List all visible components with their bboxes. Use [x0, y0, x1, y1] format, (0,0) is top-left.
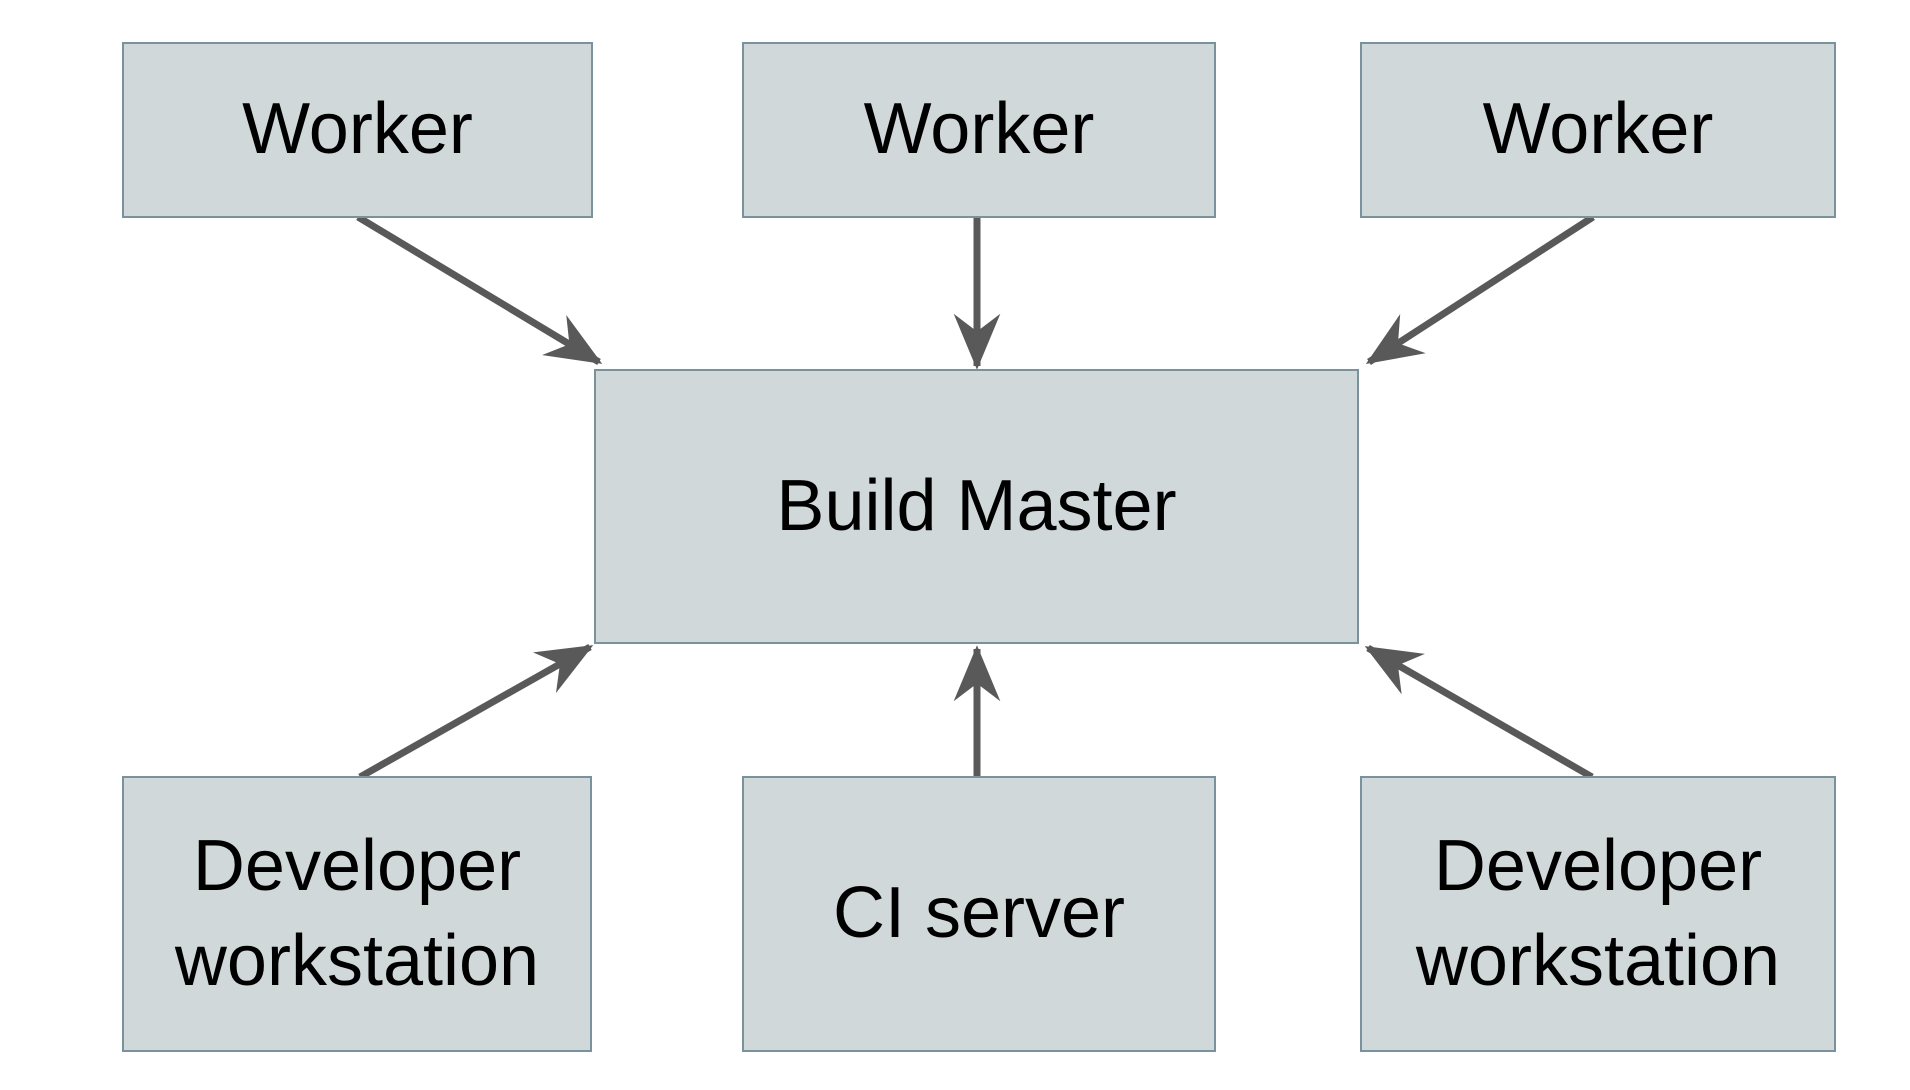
node-build-master-label: Build Master [776, 465, 1177, 546]
node-worker-3-label: Worker [1482, 89, 1714, 170]
node-ci-server: CI server [742, 776, 1216, 1052]
node-worker-1-label: Worker [242, 89, 473, 170]
arrow-worker-1-to-build-master [356, 214, 603, 365]
node-worker-3: Worker [1360, 42, 1836, 218]
node-ci-server-label: CI server [832, 873, 1126, 954]
arrow-developer-workstation-2-to-build-master [1364, 644, 1594, 781]
node-developer-workstation-1-label: Developer workstation [174, 825, 540, 1001]
node-developer-workstation-2-label: Developer workstation [1415, 825, 1781, 1001]
node-build-master: Build Master [594, 369, 1359, 644]
node-worker-2-label: Worker [863, 89, 1095, 170]
node-worker-1: Worker [122, 42, 593, 218]
node-worker-2: Worker [742, 42, 1216, 218]
node-developer-workstation-1: Developer workstation [122, 776, 592, 1052]
arrow-developer-workstation-1-to-build-master [358, 643, 594, 781]
arrow-worker-3-to-build-master [1365, 214, 1595, 365]
node-developer-workstation-2: Developer workstation [1360, 776, 1836, 1052]
